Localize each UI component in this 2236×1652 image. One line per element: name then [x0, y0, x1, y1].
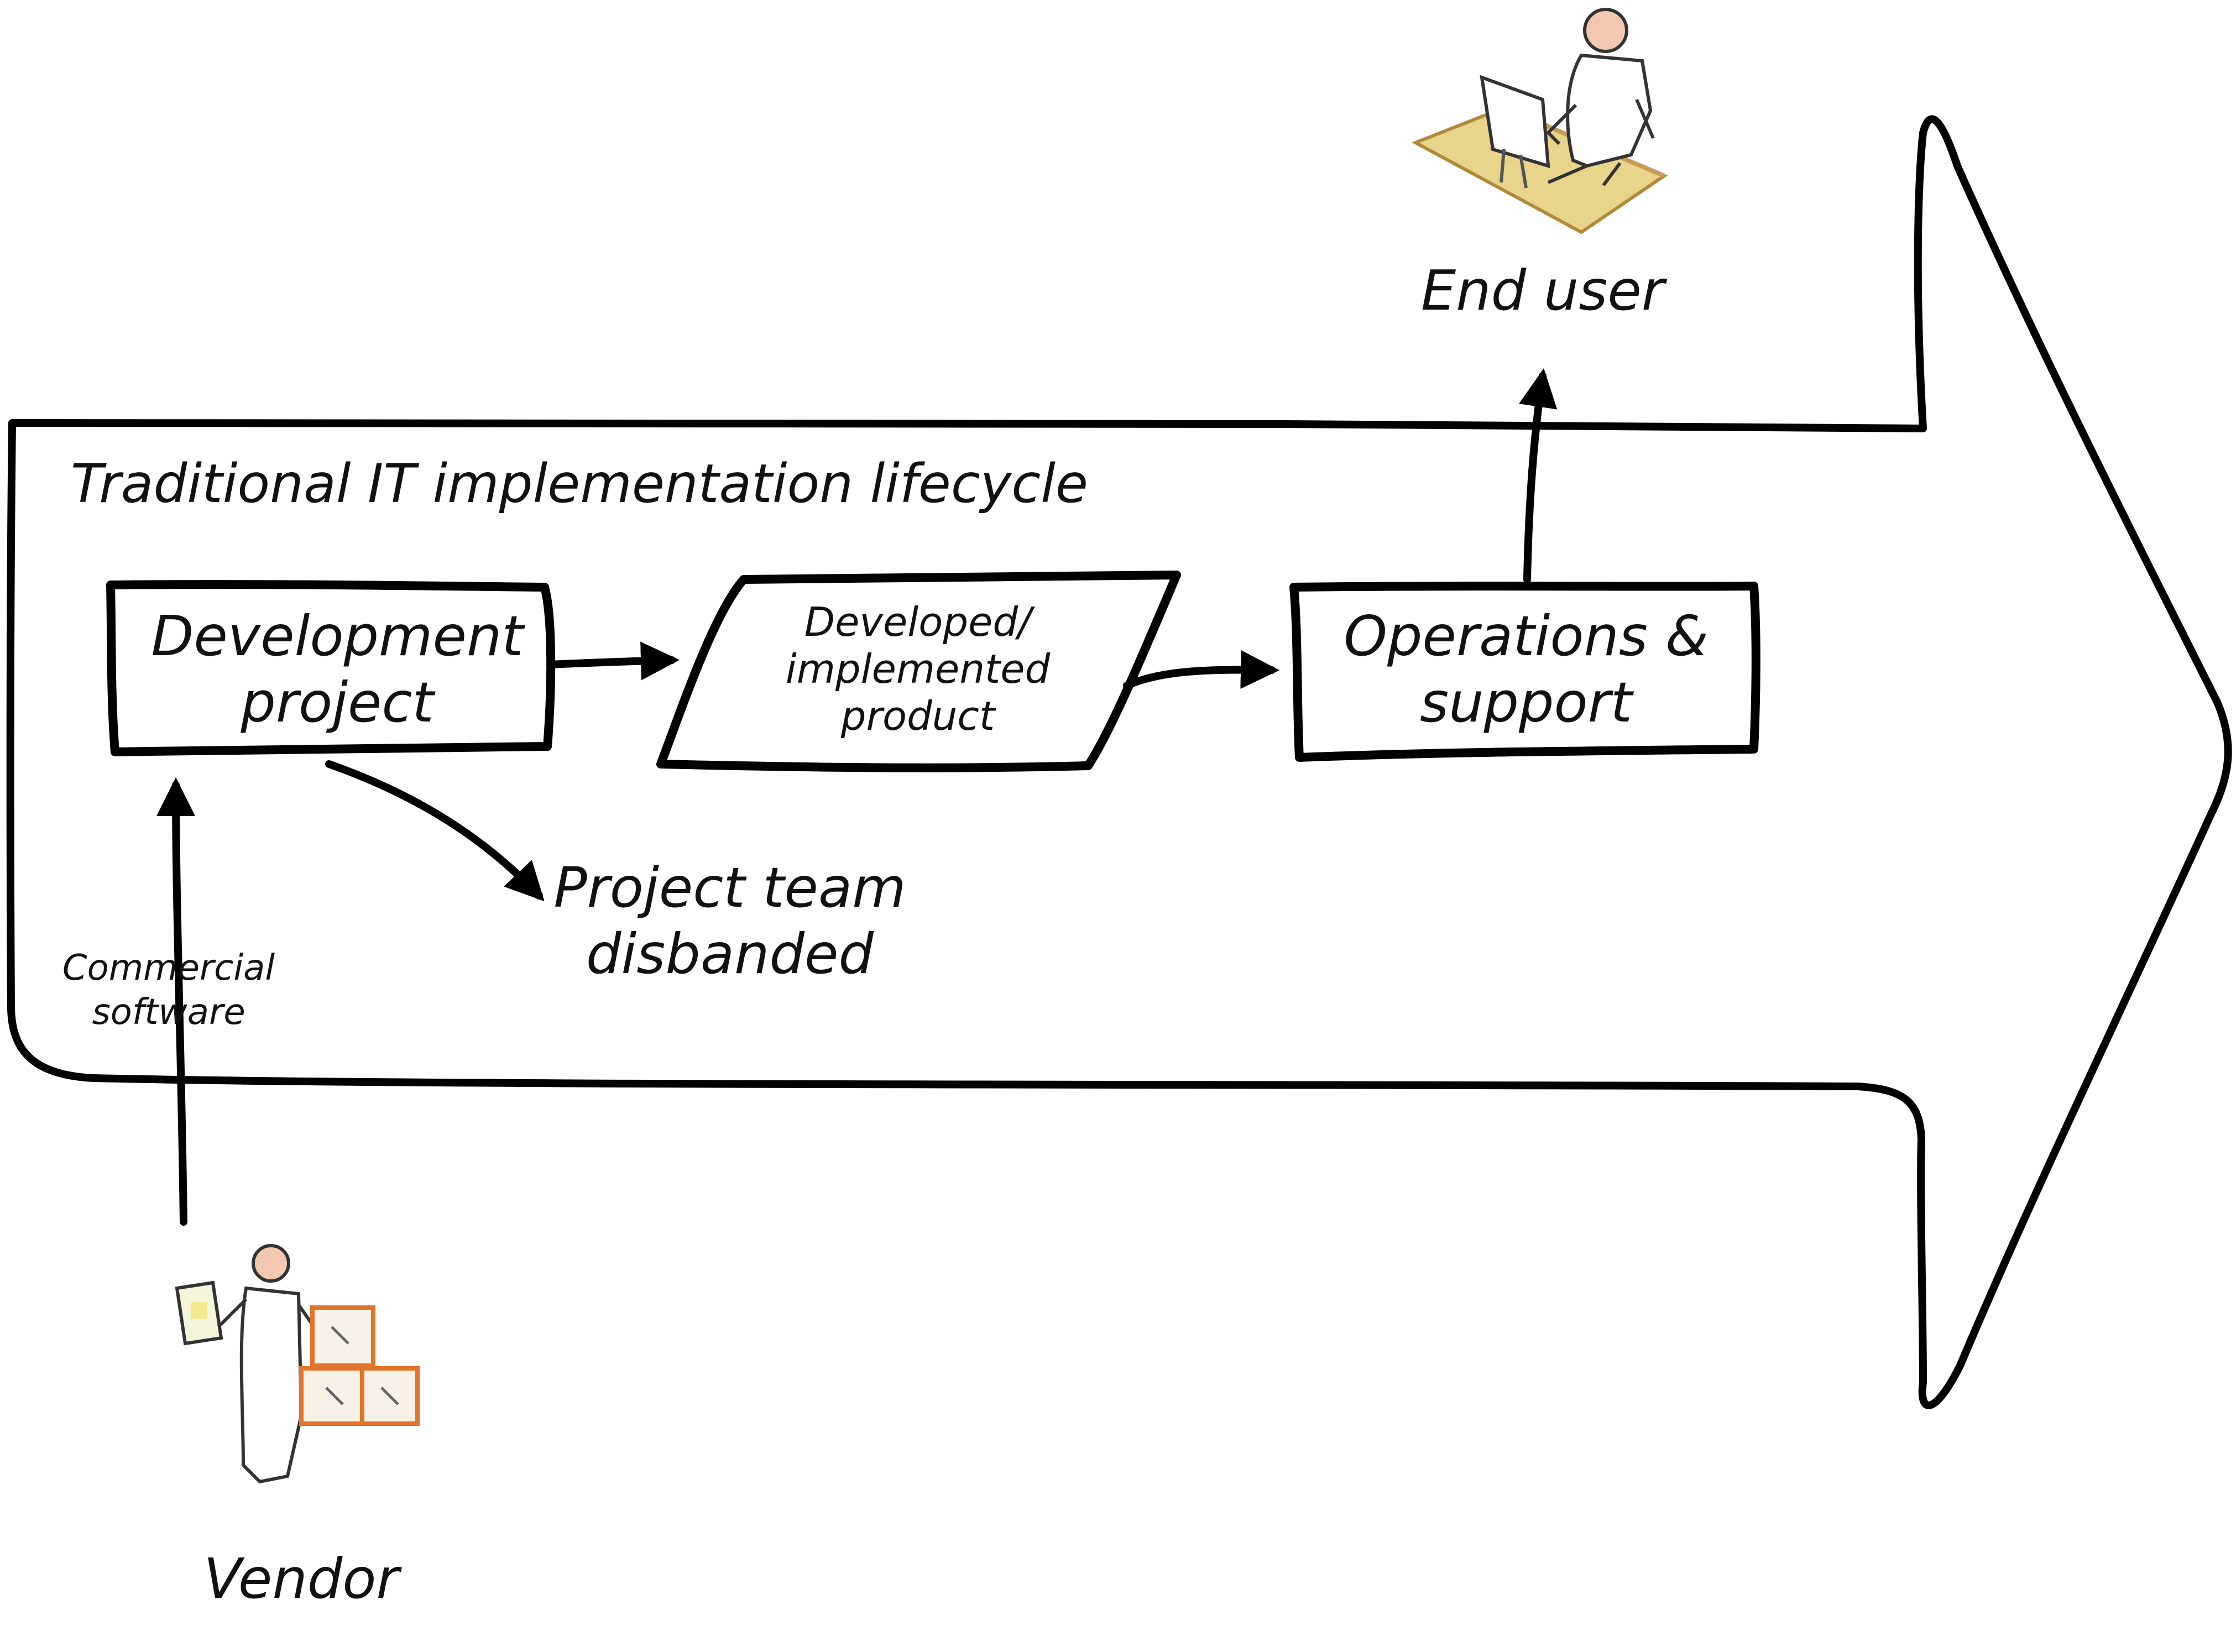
- lifecycle-arrow-shape: [6, 115, 2232, 1409]
- commercial-software-line1: Commercial: [62, 948, 275, 989]
- arrow-dev-to-team-disbanded: [325, 760, 545, 902]
- person-with-boxes-icon: [175, 1244, 420, 1484]
- development-project-label-line2: project: [240, 670, 436, 735]
- project-team-disbanded-line2: disbanded: [586, 922, 874, 986]
- project-team-disbanded-line1: Project team: [553, 855, 906, 920]
- developed-product-box: Developed/ implemented product: [656, 571, 1181, 772]
- operations-support-label-line1: Operations &: [1344, 604, 1709, 668]
- arrow-product-to-operations: [1123, 650, 1279, 689]
- arrow-dev-to-product: [546, 641, 680, 681]
- arrow-vendor-to-dev: [156, 777, 196, 1226]
- developed-product-label-line1: Developed/: [804, 599, 1035, 645]
- developed-product-label-line3: product: [840, 693, 996, 739]
- vendor-label: Vendor: [203, 1546, 402, 1611]
- lifecycle-title: Traditional IT implementation lifecycle: [71, 453, 1088, 515]
- developed-product-label-line2: implemented: [786, 646, 1051, 692]
- operations-support-label-line2: support: [1420, 670, 1634, 735]
- commercial-software-line2: software: [92, 992, 245, 1033]
- arrow-operations-to-end-user: [1519, 368, 1558, 583]
- person-at-desk-icon: [1411, 8, 1668, 234]
- operations-support-box: Operations & support: [1289, 582, 1760, 762]
- development-project-label-line1: Development: [151, 604, 525, 668]
- development-project-box: Development project: [106, 580, 556, 756]
- end-user-label: End user: [1421, 258, 1668, 323]
